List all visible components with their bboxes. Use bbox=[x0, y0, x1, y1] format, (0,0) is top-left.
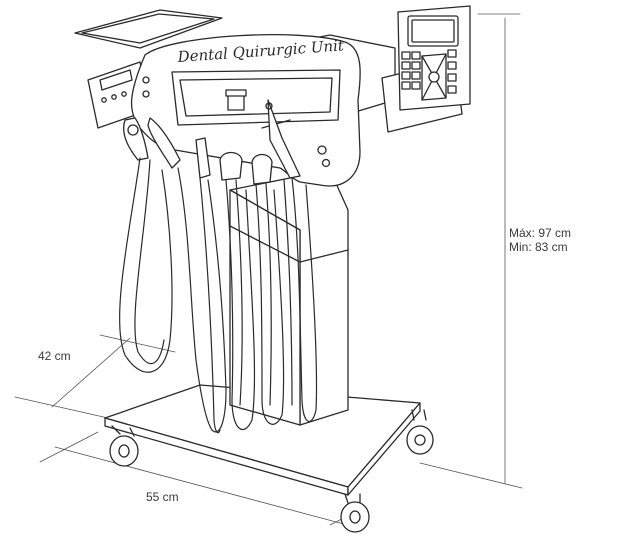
handpiece-holders bbox=[123, 99, 301, 185]
caster-wheel-front-right bbox=[340, 493, 370, 533]
caster-wheel-front-left bbox=[109, 425, 139, 467]
width-dimension-label: 55 cm bbox=[146, 490, 179, 504]
cart-column bbox=[229, 169, 349, 426]
height-dimension-label: Máx: 97 cm Min: 83 cm bbox=[509, 226, 571, 254]
height-max-label: Máx: 97 cm bbox=[509, 226, 572, 240]
dimension-lines bbox=[14, 13, 523, 528]
depth-dimension-label: 42 cm bbox=[38, 349, 71, 363]
caster-wheel-back-right bbox=[406, 409, 434, 455]
control-panel-icon bbox=[381, 5, 471, 133]
top-tray bbox=[74, 9, 223, 49]
hoses bbox=[119, 157, 318, 434]
height-min-label: Min: 83 cm bbox=[509, 240, 568, 254]
